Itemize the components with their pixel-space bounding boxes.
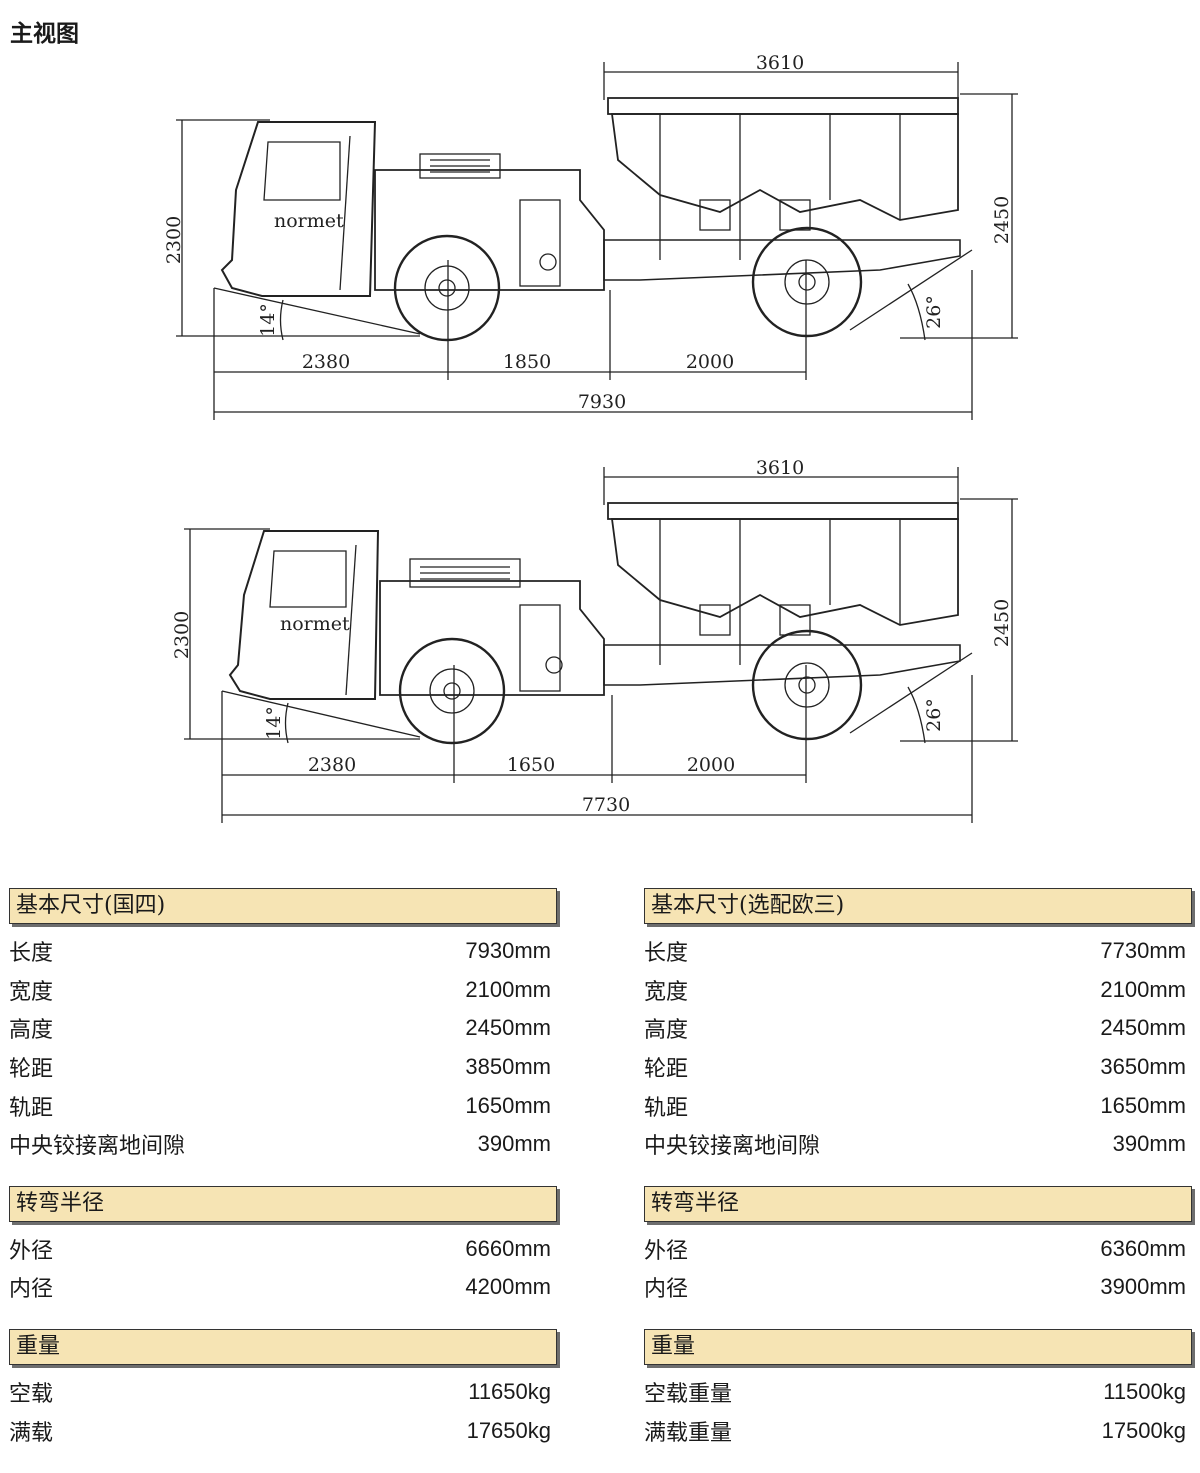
dim-rear-span: 2000 [687, 754, 735, 776]
section-header-dimensions: 基本尺寸(选配欧三) [644, 888, 1192, 924]
dim-top: 3610 [756, 52, 804, 74]
dim-total-length: 7930 [578, 391, 626, 413]
section-header-turning-radius: 转弯半径 [9, 1185, 557, 1222]
brand-logo-text: normet [274, 210, 344, 232]
section-header-dimensions: 基本尺寸(国四) [9, 888, 557, 924]
section-header-weight: 重量 [644, 1328, 1192, 1365]
brand-logo-text: normet [280, 613, 350, 635]
dim-right-height: 2450 [991, 196, 1013, 244]
truck-drawing-2: normet 3610 2300 2450 2380 1650 2000 773… [171, 457, 1018, 823]
page-title: 主视图 [10, 21, 79, 47]
dim-left-height: 2300 [171, 611, 193, 659]
dim-front-overhang: 2380 [302, 351, 350, 373]
dim-front-overhang: 2380 [308, 754, 356, 776]
truck-drawing-1: normet 3610 2300 2450 2380 1850 2000 793… [163, 52, 1018, 420]
dim-front-angle: 14° [263, 706, 285, 740]
dim-rear-span: 2000 [686, 351, 734, 373]
dim-top: 3610 [756, 457, 804, 479]
dim-left-height: 2300 [163, 216, 185, 264]
section-header-weight: 重量 [9, 1328, 557, 1365]
dim-front-angle: 14° [257, 303, 279, 337]
dim-total-length: 7730 [582, 794, 630, 816]
dim-rear-angle: 26° [923, 698, 945, 732]
dim-rear-angle: 26° [923, 295, 945, 329]
section-header-turning-radius: 转弯半径 [644, 1185, 1192, 1222]
dim-right-height: 2450 [991, 599, 1013, 647]
dim-mid-span: 1850 [503, 351, 551, 373]
dim-mid-span: 1650 [507, 754, 555, 776]
